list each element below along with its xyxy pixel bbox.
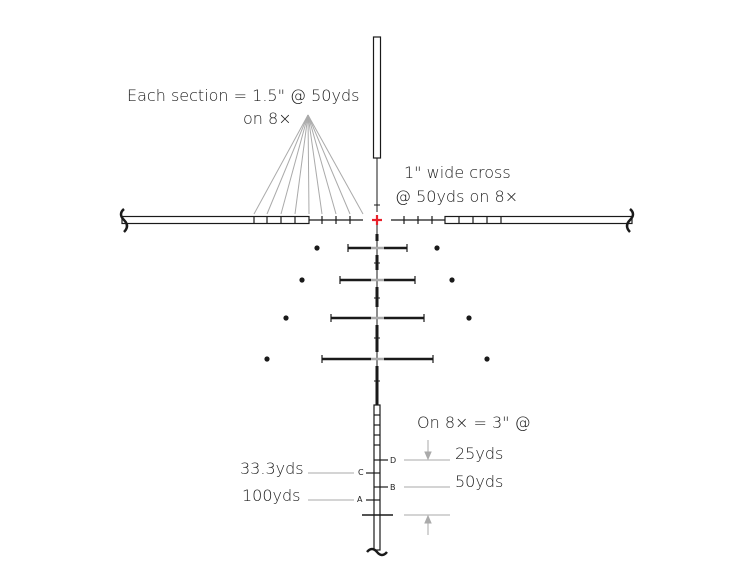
stadia-bar-3 bbox=[330, 314, 425, 322]
ladder-note: On 8× = 3" @ bbox=[417, 413, 531, 432]
leader-lines bbox=[308, 440, 450, 535]
range-100-label: 100yds bbox=[242, 486, 301, 505]
range-33-label: 33.3yds bbox=[240, 459, 304, 478]
stadia-bar-1 bbox=[347, 244, 408, 252]
mark-a: A bbox=[357, 495, 363, 504]
top-post bbox=[372, 36, 382, 159]
section-note-line2: on 8× bbox=[243, 109, 292, 128]
bottom-ladder bbox=[362, 404, 393, 557]
section-fan-lines bbox=[253, 114, 364, 215]
left-horizontal-bar bbox=[119, 208, 363, 233]
section-note-line1: Each section = 1.5" @ 50yds bbox=[127, 86, 359, 105]
stadia-bar-2 bbox=[339, 276, 416, 284]
mark-d: D bbox=[390, 456, 396, 465]
right-horizontal-bar bbox=[391, 208, 635, 233]
cross-note-line1: 1" wide cross bbox=[404, 163, 511, 182]
mark-b: B bbox=[390, 483, 396, 492]
stadia-bars bbox=[321, 244, 434, 363]
stadia-bar-4 bbox=[321, 355, 434, 363]
cross-note-line2: @ 50yds on 8× bbox=[395, 187, 518, 206]
mark-c: C bbox=[358, 468, 364, 477]
range-50-label: 50yds bbox=[455, 472, 503, 491]
range-25-label: 25yds bbox=[455, 444, 503, 463]
windage-dots bbox=[264, 245, 490, 362]
center-cross bbox=[372, 215, 382, 225]
